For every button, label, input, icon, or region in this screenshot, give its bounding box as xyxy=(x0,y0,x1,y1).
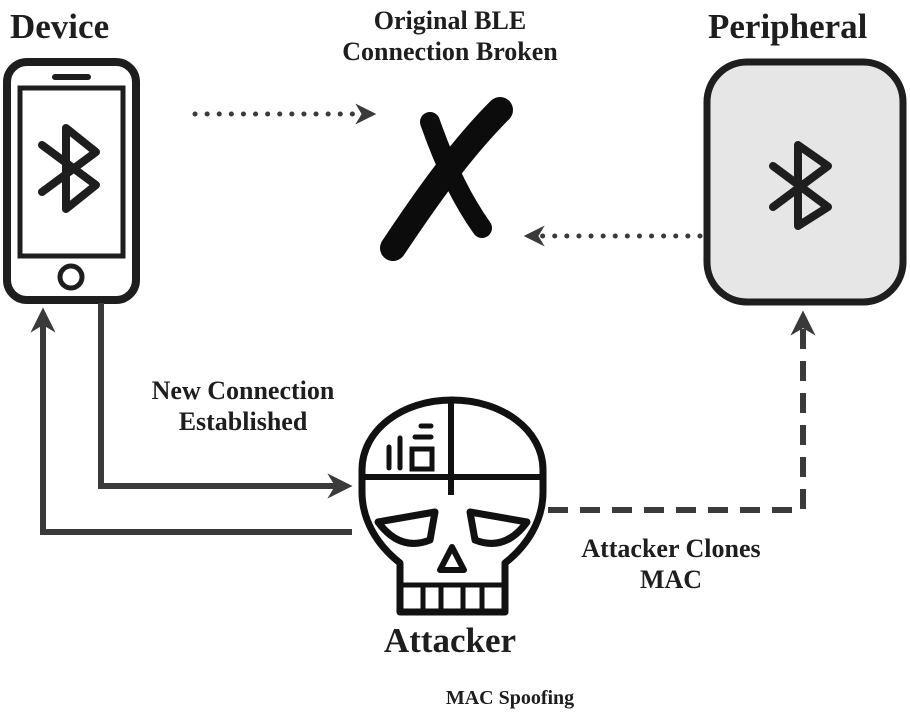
attacker-clones-mac-label: Attacker Clones MAC xyxy=(540,533,802,595)
x-mark-icon xyxy=(380,97,513,261)
peripheral-bluetooth-icon xyxy=(703,58,907,306)
bluetooth-icon xyxy=(769,141,832,230)
bluetooth-icon xyxy=(38,124,100,213)
smartphone-bluetooth-icon xyxy=(3,58,140,304)
new-connection-line2: Established xyxy=(178,407,308,437)
attacker-clones-line2: MAC xyxy=(639,565,703,595)
connection-broken-line1: Original BLE xyxy=(373,6,527,35)
attacker-clones-line1: Attacker Clones xyxy=(581,534,761,563)
attacker-label: Attacker xyxy=(383,621,517,660)
connection-broken-label: Original BLE Connection Broken xyxy=(290,5,610,67)
clone-mac-arrow xyxy=(548,310,816,513)
connection-broken-line2: Connection Broken xyxy=(342,37,558,67)
peripheral-label: Peripheral xyxy=(708,7,868,46)
skull-chip-icon xyxy=(358,396,547,616)
new-connection-label: New Connection Established xyxy=(108,375,378,437)
device-label: Device xyxy=(10,7,110,46)
new-connection-line1: New Connection xyxy=(151,376,335,405)
diagram-caption: MAC Spoofing xyxy=(445,687,575,709)
attacker-to-device-arrow xyxy=(30,307,352,535)
new-connection-arrow xyxy=(98,303,353,499)
